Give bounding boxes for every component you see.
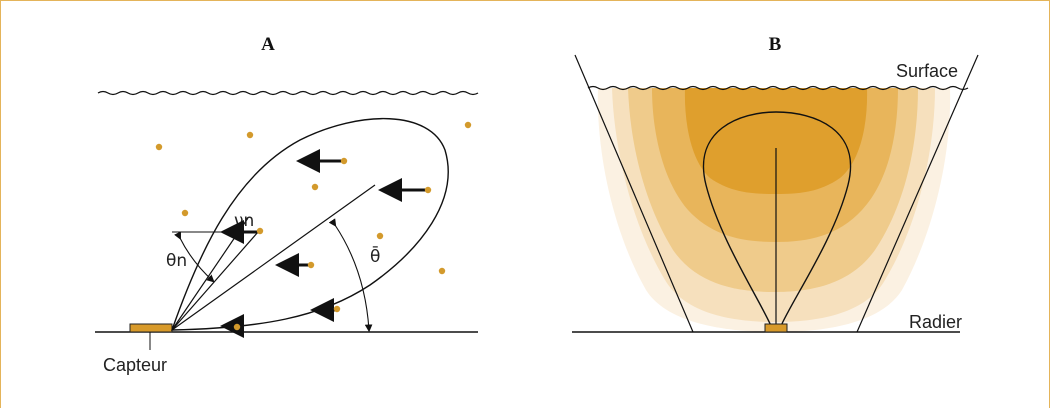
panel-a: A Capteur θn θ̄ νn xyxy=(95,34,479,375)
particle-dot xyxy=(340,157,348,165)
channel-wall-left xyxy=(574,54,694,333)
particle-dot xyxy=(438,267,446,275)
water-surface-line xyxy=(97,90,479,96)
bed-label: Radier xyxy=(909,312,962,332)
panel-a-title: A xyxy=(261,34,275,55)
theta-n-label: θn xyxy=(166,251,187,271)
concentration-plume xyxy=(597,88,951,332)
sensor-capteur xyxy=(129,323,173,333)
particle-dot xyxy=(376,232,384,240)
mean-angle-arc xyxy=(328,218,373,333)
panel-b-title: B xyxy=(769,34,782,55)
channel-wall-right xyxy=(856,54,979,333)
particle-dot xyxy=(246,131,254,139)
sensor-label: Capteur xyxy=(103,355,167,375)
particle-dot xyxy=(464,121,472,129)
acoustic-beam-lobe xyxy=(171,118,449,331)
particle-dot xyxy=(181,209,189,217)
theta-n-arc xyxy=(174,231,215,283)
mean-angle-label: θ̄ xyxy=(370,245,380,267)
surface-label: Surface xyxy=(896,61,958,81)
water-surface-b xyxy=(587,85,969,91)
sensor-b xyxy=(764,323,788,333)
panel-b: B Surface Radier xyxy=(572,34,979,333)
particle-dot xyxy=(424,186,432,194)
beam-ray-1 xyxy=(171,217,249,331)
free-particles xyxy=(155,121,472,275)
velocity-label: νn xyxy=(234,211,254,231)
particle-dot xyxy=(233,323,241,331)
acoustic-beam-lobe-b xyxy=(702,111,852,329)
beam-ray-3 xyxy=(171,184,376,331)
beam-ray-2 xyxy=(171,231,259,331)
particle-dot xyxy=(333,305,341,313)
particle-dot xyxy=(256,227,264,235)
particle-dot xyxy=(307,261,315,269)
particle-dot xyxy=(311,183,319,191)
particle-dot xyxy=(155,143,163,151)
particles-with-velocity xyxy=(220,149,432,338)
plume-layer-5 xyxy=(684,88,868,194)
